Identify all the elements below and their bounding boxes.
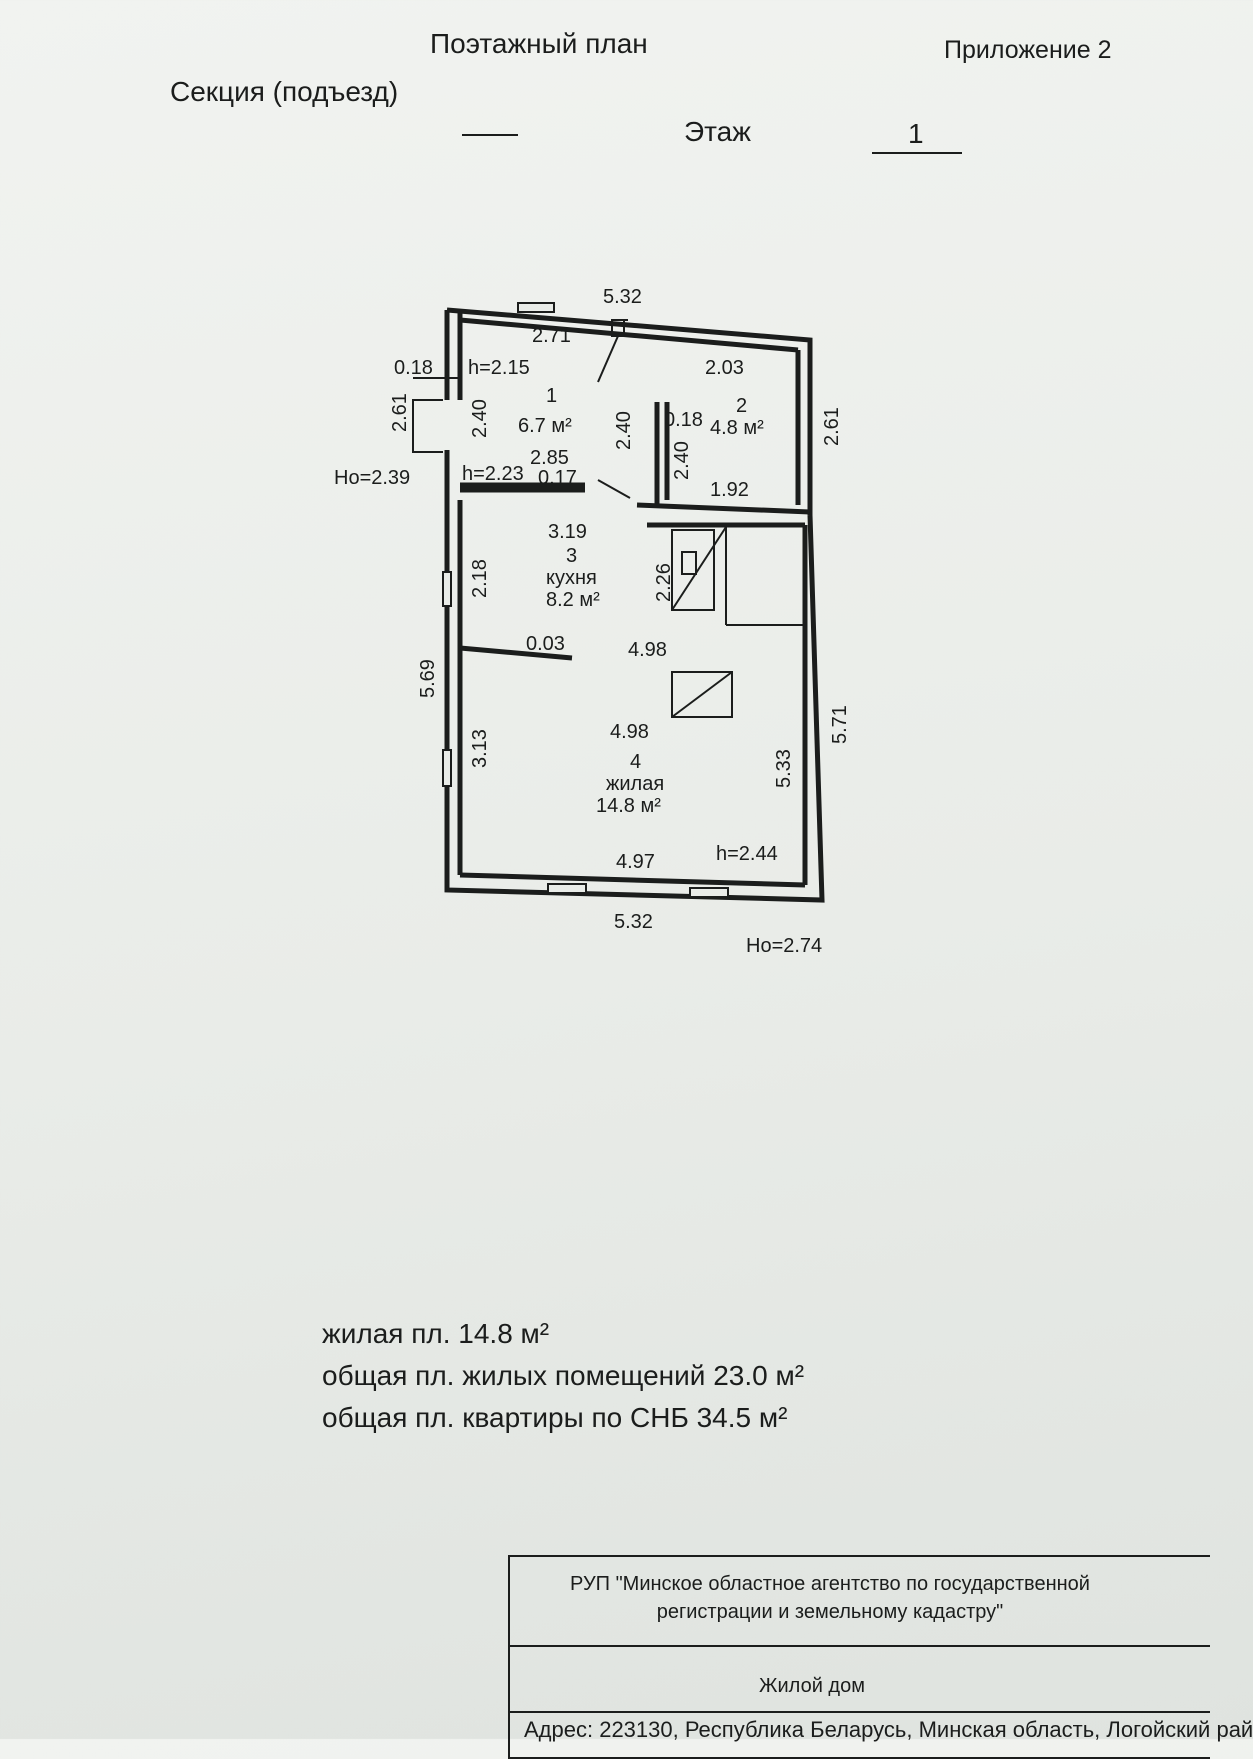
window-left-upper <box>442 571 452 607</box>
dim-room2-height: 2.40 <box>671 441 693 480</box>
wall-main-inner-bottom <box>459 872 806 888</box>
room1-area: 6.7 м² <box>518 415 572 437</box>
dim-wall-018-left: 0.18 <box>394 357 433 379</box>
dim-wall-018-mid: 0.18 <box>664 409 703 431</box>
wall-main-outer <box>444 485 825 903</box>
dim-kitchen-width: 3.19 <box>548 521 587 543</box>
section-label: Секция (подъезд) <box>170 76 399 107</box>
room2-area: 4.8 м² <box>710 417 764 439</box>
kitchen-name: кухня <box>546 567 597 589</box>
ho-right: Ho=2.74 <box>746 935 822 957</box>
appendix-label: Приложение 2 <box>944 36 1112 64</box>
dim-bottom-outer: 5.32 <box>614 911 653 933</box>
room2-number: 2 <box>736 395 747 417</box>
apartment-area-total: общая пл. квартиры по СНБ 34.5 м² <box>322 1402 788 1433</box>
dim-living-left: 3.13 <box>469 729 491 768</box>
vestibule-height: h=2.23 <box>462 463 524 485</box>
window-left-lower <box>442 749 452 787</box>
dim-left-upper: 2.61 <box>389 393 411 432</box>
room1-number: 1 <box>546 385 557 407</box>
wall-top <box>446 307 813 515</box>
floor-underline <box>872 152 962 154</box>
dim-right-lower: 5.71 <box>829 705 851 744</box>
dim-room1-width: 2.71 <box>532 325 571 347</box>
living-name: жилая <box>606 773 664 795</box>
dim-kitchen-right: 2.26 <box>653 563 675 602</box>
dim-room2-width: 2.03 <box>705 357 744 379</box>
title-block-object-row: Жилой дом <box>510 1647 1210 1713</box>
section-underline <box>462 134 518 136</box>
dim-top-outer: 5.32 <box>603 286 642 308</box>
wall-kitchen-top <box>636 502 811 515</box>
dim-right-upper: 2.61 <box>821 407 843 446</box>
wall-partition-kitchen <box>459 645 573 661</box>
living-rooms-area-total: общая пл. жилых помещений 23.0 м² <box>322 1360 805 1391</box>
window-top <box>517 302 555 313</box>
floor-label: Этаж <box>684 116 751 147</box>
dim-room1-height-right: 2.40 <box>613 411 635 450</box>
document-title: Поэтажный план <box>430 28 648 59</box>
living-area-total: жилая пл. 14.8 м² <box>322 1318 550 1349</box>
window-bottom-2 <box>689 887 729 898</box>
dim-room2-bottom: 1.92 <box>710 479 749 501</box>
object-name: Жилой дом <box>759 1675 865 1697</box>
title-block-org-row: РУП "Минское областное агентство по госу… <box>510 1557 1210 1647</box>
floor-plan: 5.32 2.71 0.18 h=2.15 2.03 1 2 6.7 м² 0.… <box>334 286 851 957</box>
kitchen-number: 3 <box>566 545 577 567</box>
window-bottom-1 <box>547 883 587 894</box>
org-line-1: РУП "Минское областное агентство по госу… <box>570 1573 1090 1595</box>
dim-living-right: 5.33 <box>773 749 795 788</box>
dim-living-bottom: 4.97 <box>616 851 655 873</box>
room1-height: h=2.15 <box>468 357 530 379</box>
dim-living-top: 4.98 <box>628 639 667 661</box>
dim-left-lower: 5.69 <box>417 659 439 698</box>
dim-room1-height: 2.40 <box>469 399 491 438</box>
living-area: 14.8 м² <box>596 795 661 817</box>
living-height: h=2.44 <box>716 843 778 865</box>
floor-value: 1 <box>908 118 924 149</box>
wall-top-inner <box>459 317 799 353</box>
org-line-2: регистрации и земельному кадастру" <box>656 1601 1004 1623</box>
dim-room1-bottom: 2.85 <box>530 447 569 469</box>
kitchen-area: 8.2 м² <box>546 589 600 611</box>
dim-living-inner: 4.98 <box>610 721 649 743</box>
living-number: 4 <box>630 751 641 773</box>
dim-wall-017: 0.17 <box>538 467 577 489</box>
dim-kitchen-left: 2.18 <box>469 559 491 598</box>
title-block: РУП "Минское областное агентство по госу… <box>508 1555 1253 1759</box>
dim-wall-003: 0.03 <box>526 633 565 655</box>
address-line: Адрес: 223130, Республика Беларусь, Минс… <box>524 1717 1253 1742</box>
ho-left: Ho=2.39 <box>334 467 410 489</box>
